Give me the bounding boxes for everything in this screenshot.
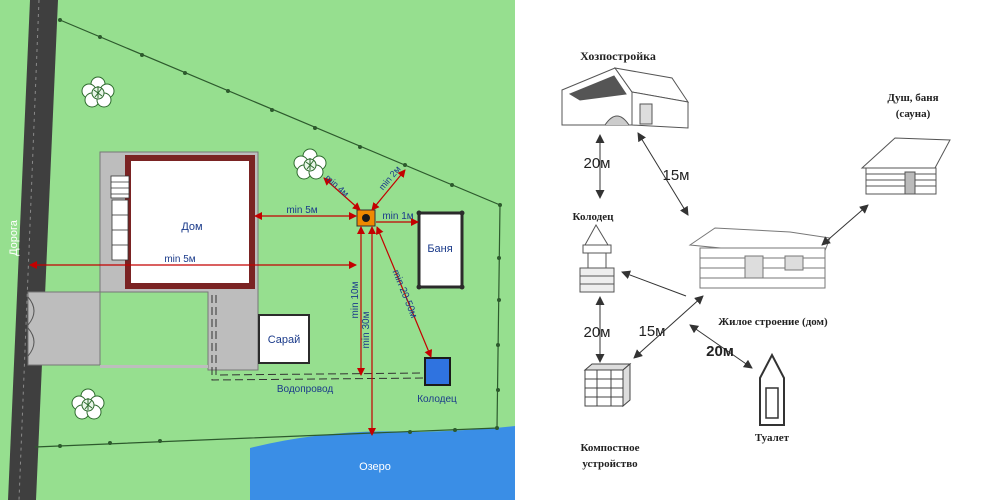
sauna-label-line1: Душ, баня bbox=[887, 92, 938, 104]
toilet-icon bbox=[759, 352, 785, 426]
house-scheme-label: Жилое строение (дом) bbox=[718, 316, 828, 328]
water-pipe-label: Водопровод bbox=[277, 384, 333, 395]
arrow-house-toilet bbox=[689, 324, 753, 369]
dim-label-septic-to-lake-b: min 30м bbox=[361, 311, 372, 348]
house-label: Дом bbox=[181, 221, 202, 233]
sauna-icon bbox=[860, 137, 951, 195]
dim-label-septic-to-bath: min 1м bbox=[382, 211, 413, 222]
dim-septic-to-tree-b bbox=[371, 169, 406, 211]
stairs-icon bbox=[110, 175, 130, 261]
dim-septic-to-well bbox=[375, 226, 433, 358]
dim-label-house-to-road: min 5м bbox=[164, 254, 195, 265]
house-icon bbox=[688, 227, 831, 289]
dist-house-compost: 15м bbox=[639, 323, 666, 340]
dist-outbuilding-well: 20м bbox=[584, 155, 611, 172]
compost-icon bbox=[583, 362, 632, 408]
dist-well-compost: 20м bbox=[584, 324, 611, 341]
arrow-house-compost bbox=[633, 295, 704, 359]
dim-label-septic-to-lake-a: min 10м bbox=[350, 281, 361, 318]
compost-label-line1: Компостное bbox=[580, 442, 639, 454]
shed-label: Сарай bbox=[268, 334, 301, 346]
lake bbox=[250, 426, 515, 500]
arrow-outbuilding-house bbox=[637, 132, 689, 216]
well-label: Колодец bbox=[417, 394, 457, 405]
dist-outbuilding-house: 15м bbox=[663, 167, 690, 184]
bath-label: Баня bbox=[427, 243, 452, 255]
dim-septic-to-tree-a bbox=[323, 177, 361, 211]
arrow-house-sauna bbox=[821, 204, 869, 246]
well-scheme-label: Колодец bbox=[573, 211, 615, 223]
water-pipe bbox=[211, 295, 426, 381]
gate bbox=[27, 296, 35, 357]
road bbox=[8, 0, 58, 500]
compost-label-line2: устройство bbox=[582, 458, 638, 470]
arrow-house-well bbox=[621, 270, 687, 297]
shed bbox=[258, 314, 310, 364]
well bbox=[424, 357, 451, 386]
toilet-label: Туалет bbox=[755, 432, 790, 444]
well-icon bbox=[579, 223, 615, 293]
site-plan: Дорога Озеро Дом bbox=[0, 0, 515, 500]
road-label: Дорога bbox=[8, 219, 20, 256]
dim-label-house-to-septic: min 5м bbox=[286, 205, 317, 216]
outbuilding-label: Хозпостройка bbox=[580, 49, 656, 63]
outbuilding-icon bbox=[561, 67, 690, 129]
lake-label: Озеро bbox=[359, 461, 391, 473]
distance-scheme: Хозпостройка Душ, баня (сауна) Колодец bbox=[561, 49, 951, 470]
sauna-label-line2: (сауна) bbox=[896, 108, 931, 120]
dist-house-toilet: 20м bbox=[706, 343, 734, 360]
